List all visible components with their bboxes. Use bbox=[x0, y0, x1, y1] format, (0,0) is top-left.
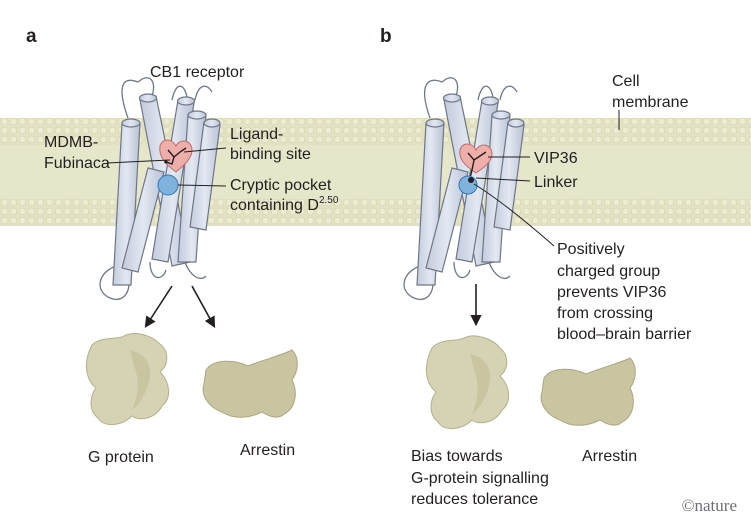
g-protein-shape-a bbox=[86, 333, 169, 425]
ligand-binding-site-b bbox=[459, 143, 493, 179]
cb1-receptor-label: CB1 receptor bbox=[150, 64, 245, 81]
g-protein-shading-a bbox=[130, 350, 151, 410]
cryptic-pocket-label-line2: containing D2.50 bbox=[230, 195, 339, 215]
arrestin-label-b: Arrestin bbox=[582, 448, 638, 465]
arrestin-shape-b bbox=[540, 357, 636, 426]
helices-b bbox=[416, 93, 525, 286]
charged-label-line4: from crossing bbox=[557, 305, 654, 322]
bias-label-line2: G-protein signalling bbox=[411, 470, 549, 487]
vip36-molecule bbox=[467, 151, 487, 179]
panel-b-letter: b bbox=[380, 26, 392, 47]
vip36-label: VIP36 bbox=[534, 150, 578, 167]
helix-b-6 bbox=[425, 167, 469, 273]
helix-a-6 bbox=[121, 167, 165, 273]
charged-label-line2: charged group bbox=[557, 263, 661, 280]
mdmb-label-line1: MDMB- bbox=[44, 134, 99, 151]
ligand-binding-site-a bbox=[159, 139, 193, 173]
leader-lines-b bbox=[473, 110, 620, 247]
cryptic-pocket-label-line1: Cryptic pocket bbox=[230, 177, 332, 194]
charged-label-line3: prevents VIP36 bbox=[557, 284, 667, 301]
ligand-site-label-line1: Ligand- bbox=[230, 126, 284, 143]
mdmb-fubinaca-molecule bbox=[165, 147, 187, 165]
arrow-to-arrestin-a bbox=[191, 285, 216, 328]
panel-a-letter: a bbox=[26, 26, 37, 47]
membrane-label-line1: Cell bbox=[612, 73, 640, 90]
arrestin-label-a: Arrestin bbox=[240, 442, 296, 459]
linker-label: Linker bbox=[534, 174, 578, 191]
leader-lines-a bbox=[106, 147, 227, 187]
g-protein-label-a: G protein bbox=[88, 449, 154, 466]
cryptic-pocket-b bbox=[458, 175, 478, 195]
arrow-to-gprotein-a bbox=[144, 285, 173, 328]
cell-membrane bbox=[0, 118, 751, 226]
g-protein-shading-b bbox=[470, 354, 491, 414]
cryptic-pocket-a bbox=[157, 174, 179, 196]
charged-group-b bbox=[468, 177, 474, 183]
g-protein-shape-b bbox=[426, 335, 509, 429]
ligand-site-label-line2: binding site bbox=[230, 146, 311, 163]
bias-label-line3: reduces tolerance bbox=[411, 491, 539, 508]
bias-label-line1: Bias towards bbox=[411, 448, 503, 465]
membrane-label-line2: membrane bbox=[612, 94, 689, 111]
arrestin-shape-a bbox=[202, 349, 298, 418]
mdmb-label-line2: Fubinaca bbox=[44, 155, 110, 172]
charged-label-line1: Positively bbox=[557, 241, 625, 258]
charged-label-line5: blood–brain barrier bbox=[557, 326, 692, 343]
d250-superscript: 2.50 bbox=[318, 195, 339, 206]
nature-credit: ©nature bbox=[681, 496, 737, 515]
